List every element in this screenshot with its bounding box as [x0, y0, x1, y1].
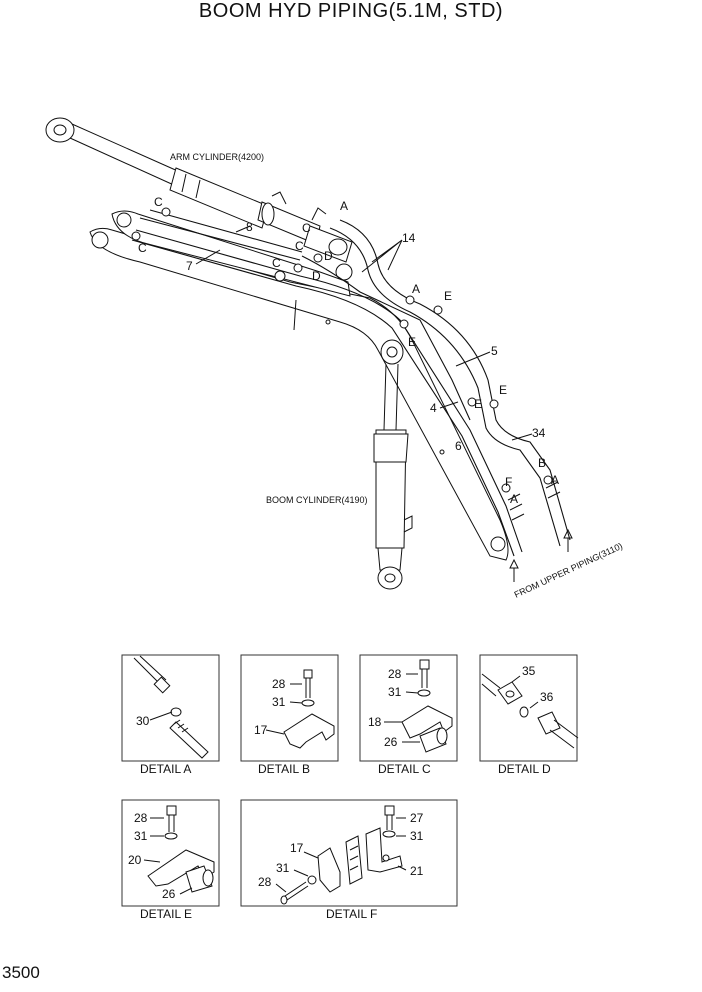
detail-f-part-28: 28 [258, 875, 272, 889]
detail-e-part-26: 26 [162, 887, 176, 901]
callout-e: E [408, 335, 416, 349]
callout-c: C [272, 256, 281, 270]
detail-c: 28 31 18 26 [359, 654, 458, 762]
boom-cylinder [373, 339, 413, 590]
detail-d-part-35: 35 [522, 664, 536, 678]
callout-6: 6 [455, 439, 462, 453]
callout-c: C [295, 239, 304, 253]
callout-c: C [154, 195, 163, 209]
detail-e-part-31: 31 [134, 829, 148, 843]
detail-a-part-30: 30 [136, 714, 150, 728]
callout-a: A [551, 473, 559, 487]
callout-e: E [499, 383, 507, 397]
detail-a-caption: DETAIL A [140, 762, 191, 776]
detail-f-part-27: 27 [410, 811, 424, 825]
detail-e-caption: DETAIL E [140, 907, 192, 921]
callout-e: E [444, 289, 452, 303]
detail-b-part-28: 28 [272, 677, 286, 691]
detail-f-part-31: 31 [276, 861, 290, 875]
detail-d: 35 36 [479, 654, 579, 762]
boom [89, 210, 509, 561]
leader-lines [195, 225, 533, 441]
callout-a: A [510, 492, 518, 506]
arm-cylinder-label: ARM CYLINDER(4200) [170, 152, 264, 162]
callout-c: C [138, 241, 147, 255]
upper-piping-arrows [509, 528, 573, 582]
detail-c-caption: DETAIL C [378, 762, 431, 776]
detail-b-part-31: 31 [272, 695, 286, 709]
detail-b-caption: DETAIL B [258, 762, 310, 776]
detail-e-part-20: 20 [128, 853, 142, 867]
callout-5: 5 [491, 344, 498, 358]
page-number: 3500 [2, 963, 40, 982]
detail-c-part-31: 31 [388, 685, 402, 699]
detail-d-part-36: 36 [540, 690, 554, 704]
clamps [131, 207, 553, 493]
detail-e: 28 31 20 26 [121, 799, 220, 907]
detail-d-caption: DETAIL D [498, 762, 551, 776]
callout-d: D [312, 269, 321, 283]
detail-c-part-28: 28 [388, 667, 402, 681]
page-title: BOOM HYD PIPING(5.1M, STD) [198, 0, 504, 22]
detail-f-part-31: 31 [410, 829, 424, 843]
detail-f-part-17: 17 [290, 841, 304, 855]
callout-4: 4 [430, 401, 437, 415]
callout-d: D [324, 249, 333, 263]
callout-8: 8 [246, 220, 253, 234]
callout-f: F [505, 475, 512, 489]
detail-f: 17 31 28 27 31 21 [240, 799, 458, 907]
callout-a: A [340, 199, 348, 213]
callout-c: C [302, 221, 311, 235]
callout-e: E [474, 397, 482, 411]
detail-c-part-18: 18 [368, 715, 382, 729]
hydraulic-pipes [131, 209, 571, 557]
detail-c-part-26: 26 [384, 735, 398, 749]
detail-f-caption: DETAIL F [326, 907, 377, 921]
detail-a: 30 [121, 654, 220, 762]
callout-7: 7 [186, 259, 193, 273]
detail-e-part-28: 28 [134, 811, 148, 825]
callout-14: 14 [402, 231, 416, 245]
callout-34: 34 [532, 426, 546, 440]
detail-b-part-17: 17 [254, 723, 268, 737]
boom-cylinder-label: BOOM CYLINDER(4190) [266, 495, 368, 505]
arm-cylinder [45, 117, 353, 263]
detail-f-part-21: 21 [410, 864, 424, 878]
callout-a: A [412, 282, 420, 296]
callout-b: B [538, 456, 546, 470]
detail-b: 28 31 17 [240, 654, 339, 762]
